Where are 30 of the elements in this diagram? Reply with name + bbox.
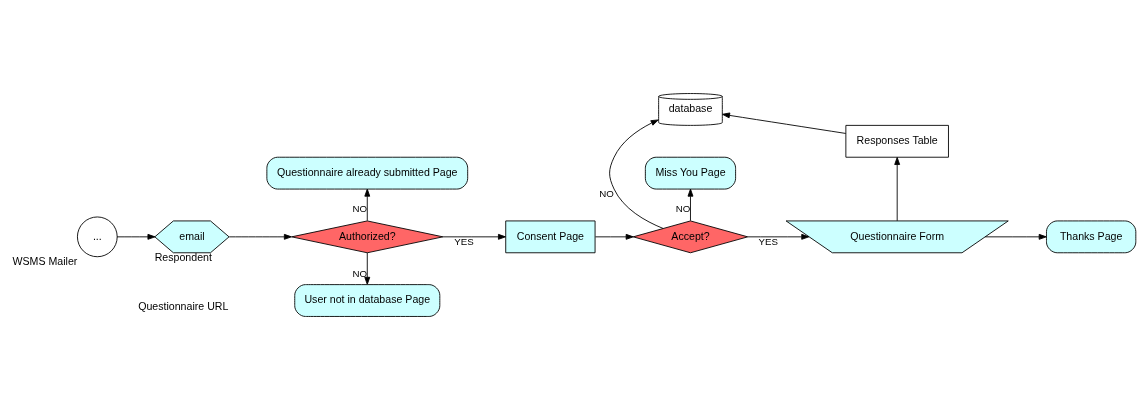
node-box: Miss You Page (644, 156, 737, 190)
edge-label: NO (675, 203, 691, 215)
node-label: Questionnaire URL (138, 299, 229, 312)
arrow (747, 233, 810, 240)
arrow (894, 157, 901, 222)
node-box: Questionnaire already submitted Page (266, 156, 469, 190)
node-box: User not in database Page (294, 284, 441, 317)
arrow (228, 233, 292, 240)
arrow (594, 233, 634, 240)
arrow (609, 119, 664, 229)
arrow (442, 233, 506, 240)
node-box: Thanks Page (1046, 220, 1137, 254)
edge-label: NO (352, 267, 368, 279)
node-label: WSMS Mailer (12, 255, 78, 268)
arrow (722, 112, 847, 134)
arrow (116, 233, 156, 240)
node-diamond: Accept? (632, 220, 749, 254)
arrow (687, 188, 694, 222)
arrow (364, 252, 371, 285)
edge-label: NO (352, 203, 368, 215)
node-circle: ... (77, 216, 118, 258)
arrow (364, 188, 371, 222)
node-diamond: Authorized? (291, 220, 444, 254)
arrow (984, 233, 1047, 240)
edge-label: YES (758, 235, 778, 247)
node-box: Consent Page (505, 220, 596, 254)
edge-label: YES (454, 235, 474, 247)
node-label: Respondent (154, 251, 212, 264)
node-box: Responses Table (845, 124, 949, 158)
edge-label: NO (599, 187, 614, 199)
